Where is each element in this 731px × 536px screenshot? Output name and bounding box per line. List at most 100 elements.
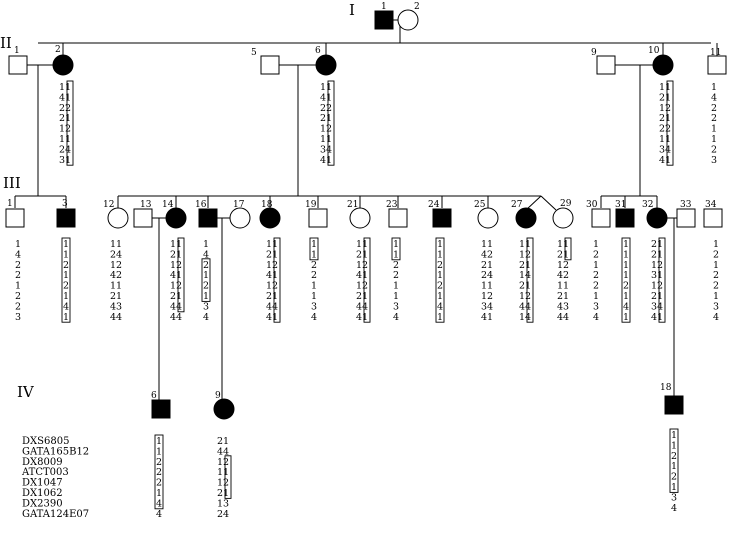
haplotype-allele: 44 — [170, 312, 182, 323]
marker-name: DXS6805 — [22, 436, 69, 447]
individual-iii-31-male-symbol — [615, 208, 635, 228]
individual-ii-9-number: 9 — [591, 48, 597, 58]
haplotype-allele: 12 — [519, 249, 531, 260]
haplotype-allele: 11 — [557, 239, 569, 250]
haplotype-allele: 1 — [437, 312, 443, 323]
individual-iii-33-male-symbol — [676, 208, 696, 228]
haplotype-allele: 41 — [170, 270, 182, 281]
haplotype-allele: 21 — [519, 281, 531, 292]
haplotype-box — [363, 237, 371, 323]
haplotype-allele: 24 — [110, 249, 122, 260]
haplotype-allele: 1 — [393, 239, 399, 250]
haplotype-allele: 1 — [393, 281, 399, 292]
individual-ii-5-male-symbol — [260, 55, 280, 75]
haplotype-allele: 41 — [481, 312, 493, 323]
haplotype-allele: 3 — [671, 492, 677, 503]
haplotype-allele: 1 — [711, 124, 717, 135]
haplotype-box — [658, 237, 666, 323]
haplotype-allele: 11 — [59, 134, 71, 145]
individual-iii-17-female-symbol — [229, 207, 251, 229]
haplotype-allele: 3 — [311, 301, 317, 312]
haplotype-allele: 12 — [59, 124, 71, 135]
haplotype-box — [391, 237, 401, 261]
individual-iii-16-male-symbol — [198, 208, 218, 228]
haplotype-allele: 4 — [156, 498, 162, 509]
haplotype-allele: 11 — [217, 467, 229, 478]
marker-name: ATCT003 — [21, 467, 69, 478]
individual-iv-6-male-symbol — [151, 399, 171, 419]
haplotype-allele: 1 — [711, 134, 717, 145]
haplotype-allele: 11 — [320, 134, 332, 145]
individual-iii-30-male-symbol — [591, 208, 611, 228]
individual-ii-11-number: 11 — [710, 48, 721, 58]
haplotype-allele: 2 — [593, 270, 599, 281]
haplotype-box — [66, 80, 74, 166]
individual-iii-18-female-symbol — [259, 207, 281, 229]
haplotype-allele: 12 — [170, 281, 182, 292]
pedigree-lines — [14, 19, 718, 400]
haplotype-allele: 2 — [63, 260, 69, 271]
haplotype-allele: 21 — [651, 291, 663, 302]
haplotype-allele: 11 — [519, 239, 531, 250]
marker-name: DX1047 — [22, 478, 63, 489]
haplotype-allele: 4 — [593, 312, 599, 323]
haplotype-allele: 21 — [266, 249, 278, 260]
haplotype-allele: 4 — [393, 312, 399, 323]
haplotype-allele: 4 — [156, 509, 162, 520]
marker-name: DX8009 — [22, 457, 63, 468]
haplotype-allele: 41 — [320, 92, 332, 103]
haplotype-allele: 41 — [356, 312, 368, 323]
haplotype-allele: 11 — [320, 82, 332, 93]
haplotype-allele: 4 — [713, 312, 719, 323]
individual-ii-2-female-symbol — [52, 54, 74, 76]
haplotype-allele: 1 — [623, 291, 629, 302]
haplotype-allele: 2 — [203, 260, 209, 271]
haplotype-allele: 1 — [671, 440, 677, 451]
haplotype-allele: 42 — [110, 270, 122, 281]
haplotype-box — [309, 237, 319, 261]
haplotype-allele: 44 — [170, 301, 182, 312]
individual-i-2-female-symbol — [397, 9, 419, 31]
symbols-layer — [5, 9, 727, 420]
haplotype-allele: 21 — [217, 436, 229, 447]
haplotype-allele: 42 — [557, 270, 569, 281]
generation-label-ii: II — [0, 34, 12, 52]
haplotype-allele: 22 — [59, 103, 71, 114]
haplotype-allele: 3 — [713, 301, 719, 312]
individual-iv-18-number: 18 — [660, 383, 672, 393]
haplotype-allele: 12 — [651, 260, 663, 271]
haplotype-allele: 1 — [437, 270, 443, 281]
haplotype-allele: 2 — [63, 281, 69, 292]
haplotype-allele: 1 — [437, 291, 443, 302]
individual-iii-24-number: 24 — [428, 200, 440, 210]
haplotype-box — [435, 237, 445, 323]
haplotype-allele: 44 — [519, 301, 531, 312]
haplotype-allele: 2 — [311, 260, 317, 271]
haplotype-allele: 2 — [671, 472, 677, 483]
haplotype-allele: 3 — [393, 301, 399, 312]
marker-name: GATA124E07 — [22, 509, 89, 520]
haplotype-allele: 4 — [671, 503, 677, 514]
individual-ii-10-female-symbol — [652, 54, 674, 76]
individual-iii-3-number: 3 — [62, 199, 68, 209]
haplotype-allele: 12 — [356, 260, 368, 271]
individual-iii-18-number: 18 — [261, 200, 273, 210]
individual-iii-29-number: 29 — [560, 199, 572, 209]
haplotype-allele: 2 — [15, 301, 21, 312]
individual-i-1-number: 1 — [381, 2, 387, 12]
haplotype-allele: 2 — [203, 281, 209, 292]
individual-iii-16-number: 16 — [195, 200, 207, 210]
haplotype-allele: 34 — [481, 301, 493, 312]
haplotype-allele: 12 — [320, 124, 332, 135]
individual-iii-23-number: 23 — [386, 200, 398, 210]
individual-ii-10-number: 10 — [648, 46, 660, 56]
haplotype-allele: 1 — [623, 312, 629, 323]
haplotype-allele: 1 — [623, 249, 629, 260]
haplotype-allele: 2 — [393, 270, 399, 281]
